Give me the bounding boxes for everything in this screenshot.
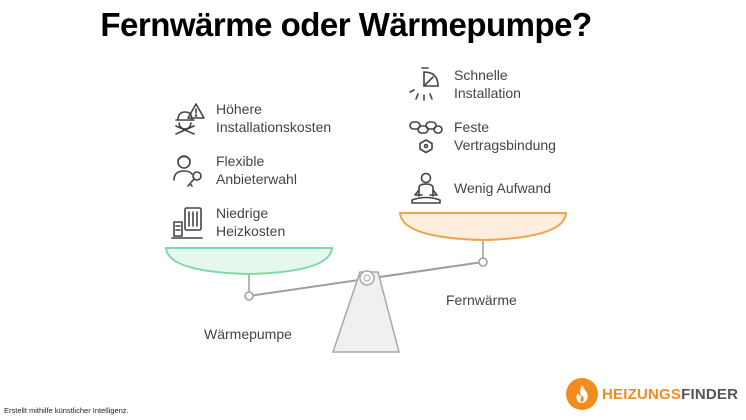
heater-money-icon	[171, 207, 203, 239]
meditating-person-icon	[411, 172, 441, 204]
right-item-3-label: Wenig Aufwand	[454, 180, 552, 196]
scale-fulcrum	[331, 271, 400, 353]
left-side-label: Wärmepumpe	[204, 326, 292, 342]
person-key-icon	[173, 155, 202, 187]
left-item-1-label: Höhere Installationskosten	[216, 101, 332, 135]
warning-worker-icon	[175, 103, 205, 135]
right-item-2-label: Feste Vertragsbindung	[454, 119, 556, 153]
left-pan	[164, 247, 334, 276]
left-item-1: Höhere Installationskosten	[168, 98, 331, 138]
right-hanger-joint	[478, 257, 488, 267]
right-item-1: Schnelle Installation	[406, 64, 521, 104]
left-item-3: Niedrige Heizkosten	[168, 202, 285, 242]
left-item-2-label: Flexible Anbieterwahl	[216, 153, 297, 187]
right-pan	[398, 212, 568, 242]
page-title: Fernwärme oder Wärmepumpe?	[100, 6, 592, 43]
brand-logo: HEIZUNGSFINDER	[566, 378, 738, 410]
right-side-label: Fernwärme	[446, 292, 517, 308]
brand-name: HEIZUNGSFINDER	[602, 385, 739, 403]
flame-icon	[566, 378, 598, 410]
speed-stopwatch-icon	[409, 67, 439, 101]
left-item-2: Flexible Anbieterwahl	[168, 150, 297, 190]
left-item-3-label: Niedrige Heizkosten	[216, 205, 286, 239]
footer-note: Erstellt mithilfe künstlicher Intelligen…	[4, 406, 129, 415]
right-item-3: Wenig Aufwand	[406, 168, 551, 208]
right-item-1-label: Schnelle Installation	[454, 67, 521, 101]
right-item-2: Feste Vertragsbindung	[406, 116, 556, 156]
left-hanger-joint	[244, 291, 254, 301]
chain-lock-icon	[409, 121, 443, 154]
